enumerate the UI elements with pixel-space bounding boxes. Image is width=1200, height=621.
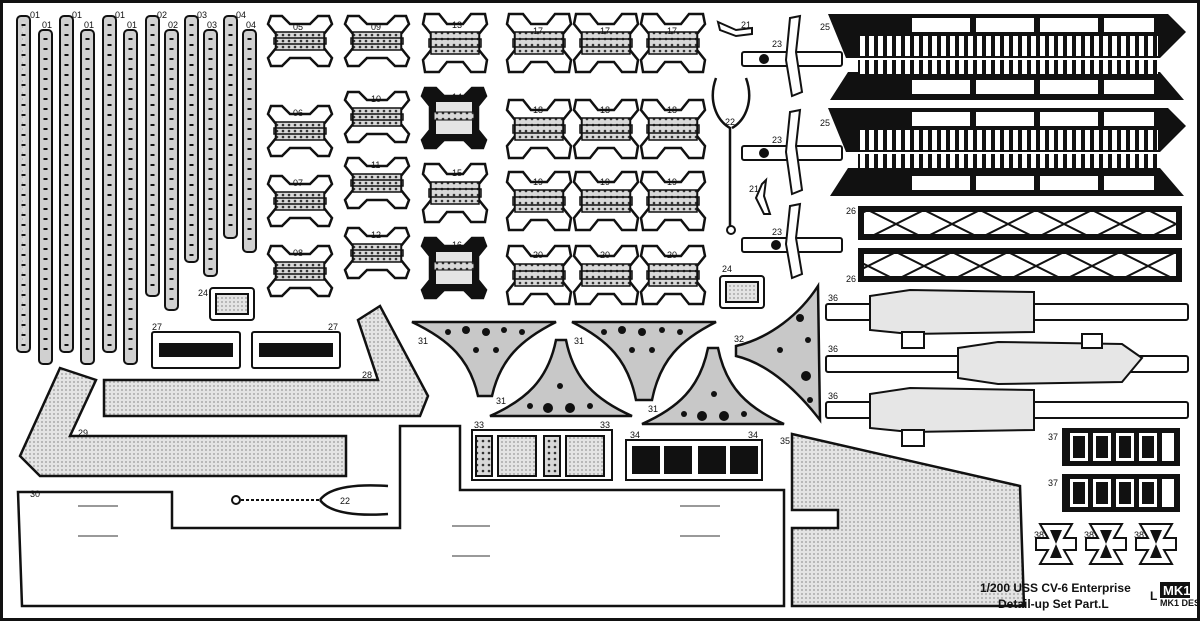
label-28: 28 [362,370,372,380]
label-17a: 17 [533,26,543,36]
label-21a: 21 [741,20,751,30]
label-23a: 23 [772,39,782,49]
label-03a: 03 [197,10,207,20]
parts-05-08: 05 06 07 08 [266,14,334,298]
label-33b: 33 [600,420,610,430]
label-30: 30 [30,489,40,499]
label-06: 06 [293,108,303,118]
parts-09-12: 09 10 11 12 [343,14,411,280]
label-18a: 18 [533,105,543,115]
part-30-deck [16,424,786,608]
label-27b: 27 [328,322,338,332]
label-15: 15 [452,168,462,178]
label-29: 29 [78,428,88,438]
label-03b: 03 [207,20,217,30]
part-25-ladders [828,14,1186,196]
label-18c: 18 [667,105,677,115]
label-24a: 24 [198,288,208,298]
label-01e: 01 [115,10,125,20]
brand-logo-text: MK1 [1163,583,1190,598]
sheet-title-line1: 1/200 USS CV-6 Enterprise [980,581,1131,595]
label-19c: 19 [667,177,677,187]
brand-logo: MK1 MK1 DESIGN [1160,582,1200,608]
label-04b: 04 [246,20,256,30]
label-09: 09 [371,22,381,32]
label-13: 13 [452,20,462,30]
label-22b: 22 [340,496,350,506]
label-37a: 37 [1048,432,1058,442]
label-01c: 01 [72,10,82,20]
label-04a: 04 [236,10,246,20]
label-36c: 36 [828,391,838,401]
part-35 [790,432,1026,608]
parts-21-24 [209,14,843,321]
label-23c: 23 [772,227,782,237]
part-37 [1062,428,1180,512]
label-01a: 01 [30,10,40,20]
label-34b: 34 [748,430,758,440]
label-25a: 25 [820,22,830,32]
part-36-rods [825,288,1189,447]
label-26b: 26 [846,274,856,284]
label-18b: 18 [600,105,610,115]
parts-13-16: 13 14 15 16 [420,12,489,300]
label-33a: 33 [474,420,484,430]
label-19a: 19 [533,177,543,187]
label-11: 11 [371,160,380,170]
label-24b: 24 [722,264,732,274]
label-31d: 31 [648,404,658,414]
brand-name: MK1 DESIGN [1160,598,1200,608]
sheet-title-line2: Detail-up Set Part.L [998,597,1109,611]
label-36b: 36 [828,344,838,354]
label-31c: 31 [496,396,506,406]
label-23b: 23 [772,135,782,145]
label-21b: 21 [749,184,759,194]
parts-17-20: 17 17 17 18 18 18 19 19 19 20 20 20 [505,12,707,306]
label-17b: 17 [600,26,610,36]
label-25b: 25 [820,118,830,128]
label-35: 35 [780,436,790,446]
part-27-brackets [151,331,341,369]
label-19b: 19 [600,177,610,187]
part-34 [625,439,763,481]
label-08: 08 [293,248,303,258]
label-02b: 02 [168,20,178,30]
label-07: 07 [293,178,303,188]
label-34a: 34 [630,430,640,440]
part-01-04-strips: 01 01 01 01 01 01 02 02 03 03 04 04 [16,10,257,365]
label-31b: 31 [574,336,584,346]
label-10: 10 [371,94,381,104]
label-26a: 26 [846,206,856,216]
label-36a: 36 [828,293,838,303]
label-17c: 17 [667,26,677,36]
label-20b: 20 [600,250,610,260]
label-16: 16 [452,240,462,250]
label-01f: 01 [127,20,137,30]
part-26-panels [858,206,1182,282]
part-38 [1035,523,1177,565]
label-38c: 38 [1134,530,1144,540]
label-01d: 01 [84,20,94,30]
label-38a: 38 [1034,530,1044,540]
part-31-gussets [411,320,785,426]
label-37b: 37 [1048,478,1058,488]
label-05: 05 [293,22,303,32]
label-31a: 31 [418,336,428,346]
part-letter: L [1150,589,1157,603]
label-14: 14 [452,92,462,102]
label-20a: 20 [533,250,543,260]
label-32: 32 [734,334,744,344]
part-32 [734,281,822,424]
label-20c: 20 [667,250,677,260]
label-01b: 01 [42,20,52,30]
label-22a: 22 [725,117,735,127]
label-02a: 02 [157,10,167,20]
label-27a: 27 [152,322,162,332]
label-12: 12 [371,230,381,240]
part-33 [471,429,613,481]
label-38b: 38 [1084,530,1094,540]
part-28-29-walkways [18,304,430,478]
